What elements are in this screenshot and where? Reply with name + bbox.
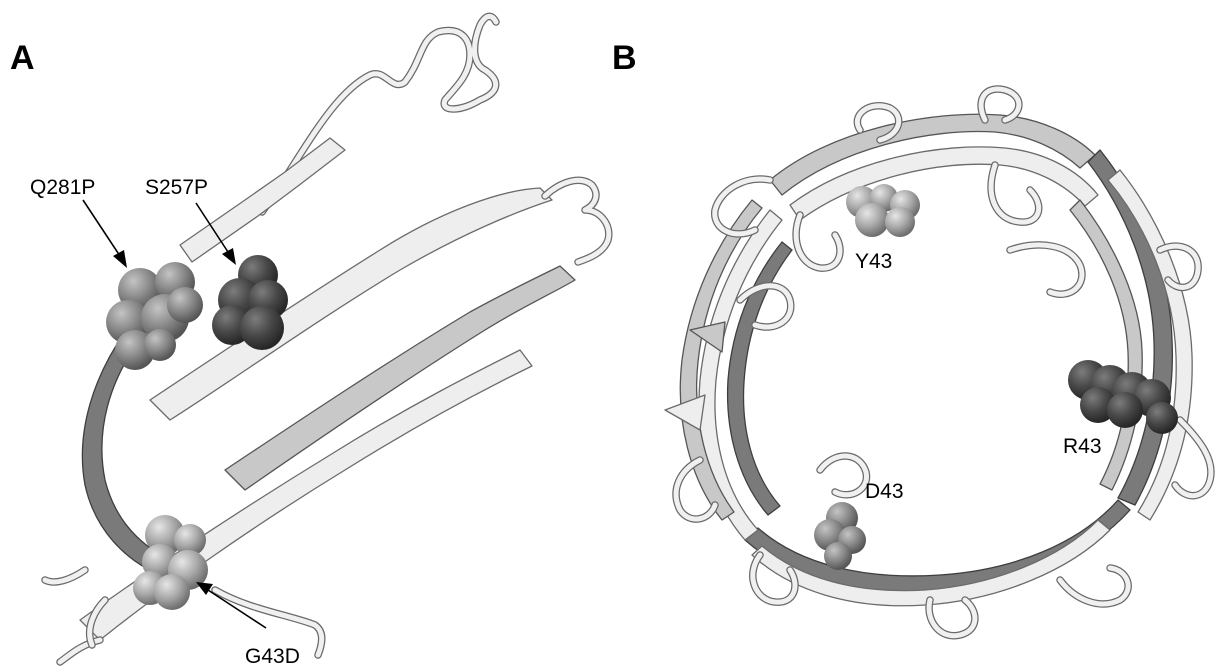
- q281p-sphere-cluster: [106, 262, 203, 370]
- y43-sphere-cluster: [846, 184, 920, 237]
- panel-b: B Y43 R43 D43: [612, 39, 1211, 636]
- q281p-label: Q281P: [30, 176, 95, 199]
- s257p-sphere-cluster: [212, 255, 288, 350]
- barrel-ring: [665, 114, 1192, 606]
- d43-sphere-cluster: [814, 502, 866, 570]
- d43-label: D43: [865, 480, 904, 503]
- panel-a-strand-1: [180, 138, 345, 262]
- g43d-sphere-cluster: [133, 515, 208, 610]
- q281p-arrow: [83, 200, 127, 268]
- panel-a-right-hairpin: [545, 180, 609, 262]
- r43-label: R43: [1063, 435, 1102, 458]
- y43-label: Y43: [855, 250, 892, 273]
- panel-a: A Q281P S257P G43D: [10, 16, 609, 668]
- panel-b-letter: B: [612, 39, 637, 77]
- g43d-label: G43D: [245, 645, 300, 668]
- panel-a-letter: A: [10, 39, 35, 77]
- s257p-label: S257P: [145, 176, 208, 199]
